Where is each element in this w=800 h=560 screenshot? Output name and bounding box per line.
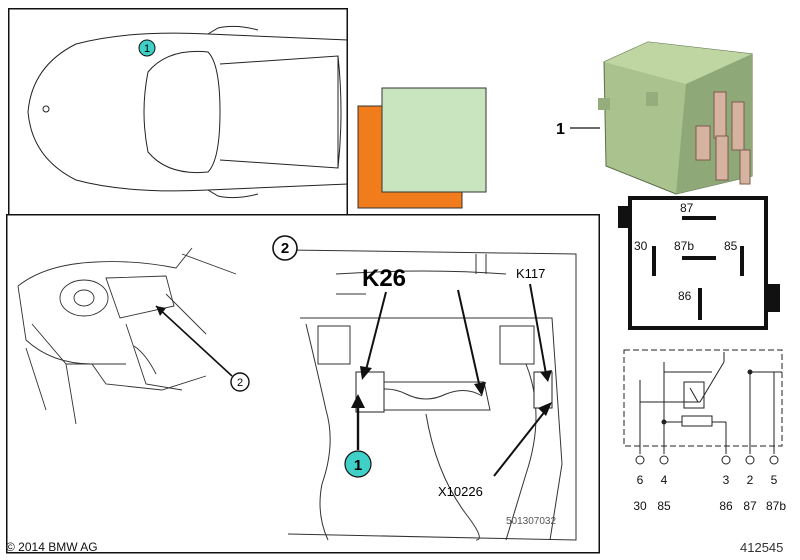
k117-label: K117 (516, 266, 545, 281)
schematic-pin-function-85: 85 (657, 499, 671, 513)
relay-pinout-box: 87 30 87b 85 86 (618, 196, 780, 330)
dashboard-sketch (17, 247, 237, 425)
document-number: 412545 (740, 540, 784, 555)
pin-87-label: 87 (680, 201, 694, 215)
dashboard-callout-number: 2 (237, 377, 243, 389)
schematic-terminals (635, 455, 779, 465)
detail-callout-number: 1 (354, 457, 362, 474)
relay-callout: 1 (556, 121, 600, 138)
schematic-pin-function-87b: 87b (766, 499, 786, 513)
schematic-pin-number-4: 4 (661, 473, 668, 487)
front-color-swatch (381, 87, 487, 193)
pin-86-label: 86 (678, 289, 692, 303)
copyright: © 2014 BMW AG (6, 540, 98, 554)
schematic-pin-number-5: 5 (771, 473, 778, 487)
car-callout-badge: 1 (138, 39, 156, 57)
relay-photo: 1 (556, 41, 753, 195)
relay-callout-number: 1 (556, 121, 565, 138)
pin-87b-label: 87b (674, 239, 694, 253)
color-swatches (357, 87, 487, 209)
detail-callout: 1 (344, 394, 372, 478)
installation-detail-panel: 2 2 K26 K117 X10226 501307032 (6, 214, 600, 554)
pinout-blades (652, 216, 744, 320)
k26-label: K26 (362, 265, 406, 292)
relay-schematic: 6 4 3 2 5 30 85 86 87 87b (623, 349, 786, 513)
dashboard-callout: 2 (155, 305, 250, 392)
schematic-pin-number-3: 3 (723, 473, 730, 487)
x10226-label: X10226 (438, 484, 483, 499)
relay-terminals (695, 91, 751, 185)
schematic-pin-function-86: 86 (719, 499, 733, 513)
schematic-pin-function-87: 87 (743, 499, 757, 513)
pin-85-label: 85 (724, 239, 738, 253)
installation-sketch (287, 249, 577, 541)
pointer-arrows (365, 283, 547, 477)
schematic-pin-number-6: 6 (637, 473, 644, 487)
schematic-pin-function-30: 30 (633, 499, 647, 513)
car-callout-number: 1 (144, 43, 150, 55)
section-label-number: 2 (281, 240, 289, 257)
car-outline (27, 25, 348, 199)
figure-number: 501307032 (506, 516, 556, 527)
car-top-view-panel: 1 (8, 8, 348, 216)
pin-30-label: 30 (634, 239, 648, 253)
section-label: 2 (272, 235, 298, 261)
schematic-pin-number-2: 2 (747, 473, 754, 487)
relay-body (598, 41, 753, 195)
